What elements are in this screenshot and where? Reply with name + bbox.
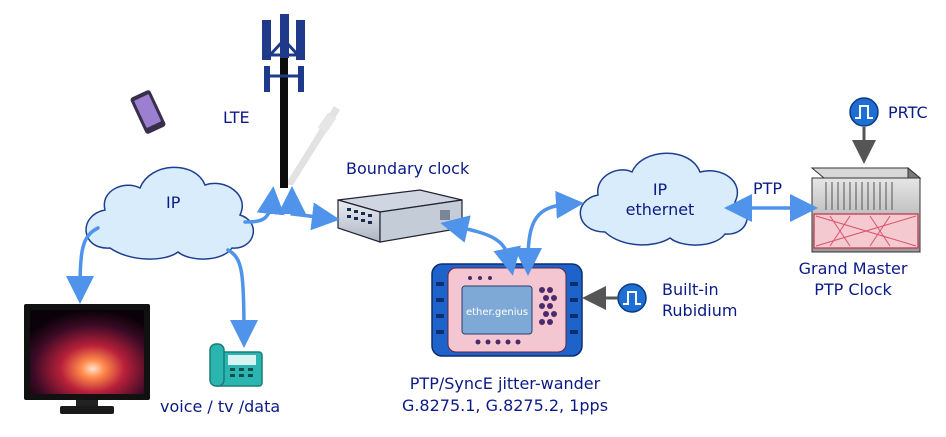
desk-phone-icon — [209, 343, 263, 387]
prtc-pulse-icon — [849, 97, 879, 127]
rubidium-label-line2: Rubidium — [662, 301, 738, 320]
ether-genius-device-icon: ether.genius — [431, 263, 583, 357]
cloud-ip-label: IP — [166, 193, 181, 212]
grand-master-label-line2: PTP Clock — [814, 280, 892, 299]
arrow-cloud-to-tower — [243, 186, 285, 224]
pulse-arrows — [582, 127, 876, 310]
arrow-cloud-to-monitor — [66, 226, 100, 304]
grand-master-clock-rack-icon — [810, 166, 922, 253]
prtc-label: PRTC — [888, 103, 928, 122]
lte-label: LTE — [223, 108, 250, 127]
arrow-ethernet-cloud-to-device — [514, 190, 584, 276]
ptp-label: PTP — [753, 179, 783, 198]
arrow-cloud-to-phone — [226, 248, 258, 348]
smartphone-icon — [130, 90, 166, 134]
cloud-ethernet-label-line1: IP — [652, 180, 668, 199]
device-title-line1: PTP/SyncE jitter-wander — [409, 374, 601, 393]
monitor-icon — [24, 304, 150, 414]
arrow-tower-to-boundary-clock — [278, 186, 340, 231]
grand-master-label-line1: Grand Master — [798, 259, 908, 278]
cloud-ip-ethernet — [579, 152, 748, 246]
boundary-clock-label: Boundary clock — [346, 159, 470, 178]
device-title-line2: G.8275.1, G.8275.2, 1pps — [401, 396, 609, 415]
connection-arrows — [66, 186, 818, 348]
arrow-boundary-clock-to-device — [440, 215, 521, 276]
lte-tower-icon — [262, 14, 340, 188]
voice-tv-data-label: voice / tv /data — [160, 397, 281, 416]
device-screen-text: ether.genius — [466, 307, 528, 318]
cloud-ip-left — [85, 166, 255, 260]
rubidium-pulse-icon — [617, 283, 647, 313]
boundary-clock-switch-icon — [337, 189, 463, 243]
rubidium-label-line1: Built-in — [662, 280, 719, 299]
cloud-ethernet-label-line2: ethernet — [625, 200, 695, 219]
